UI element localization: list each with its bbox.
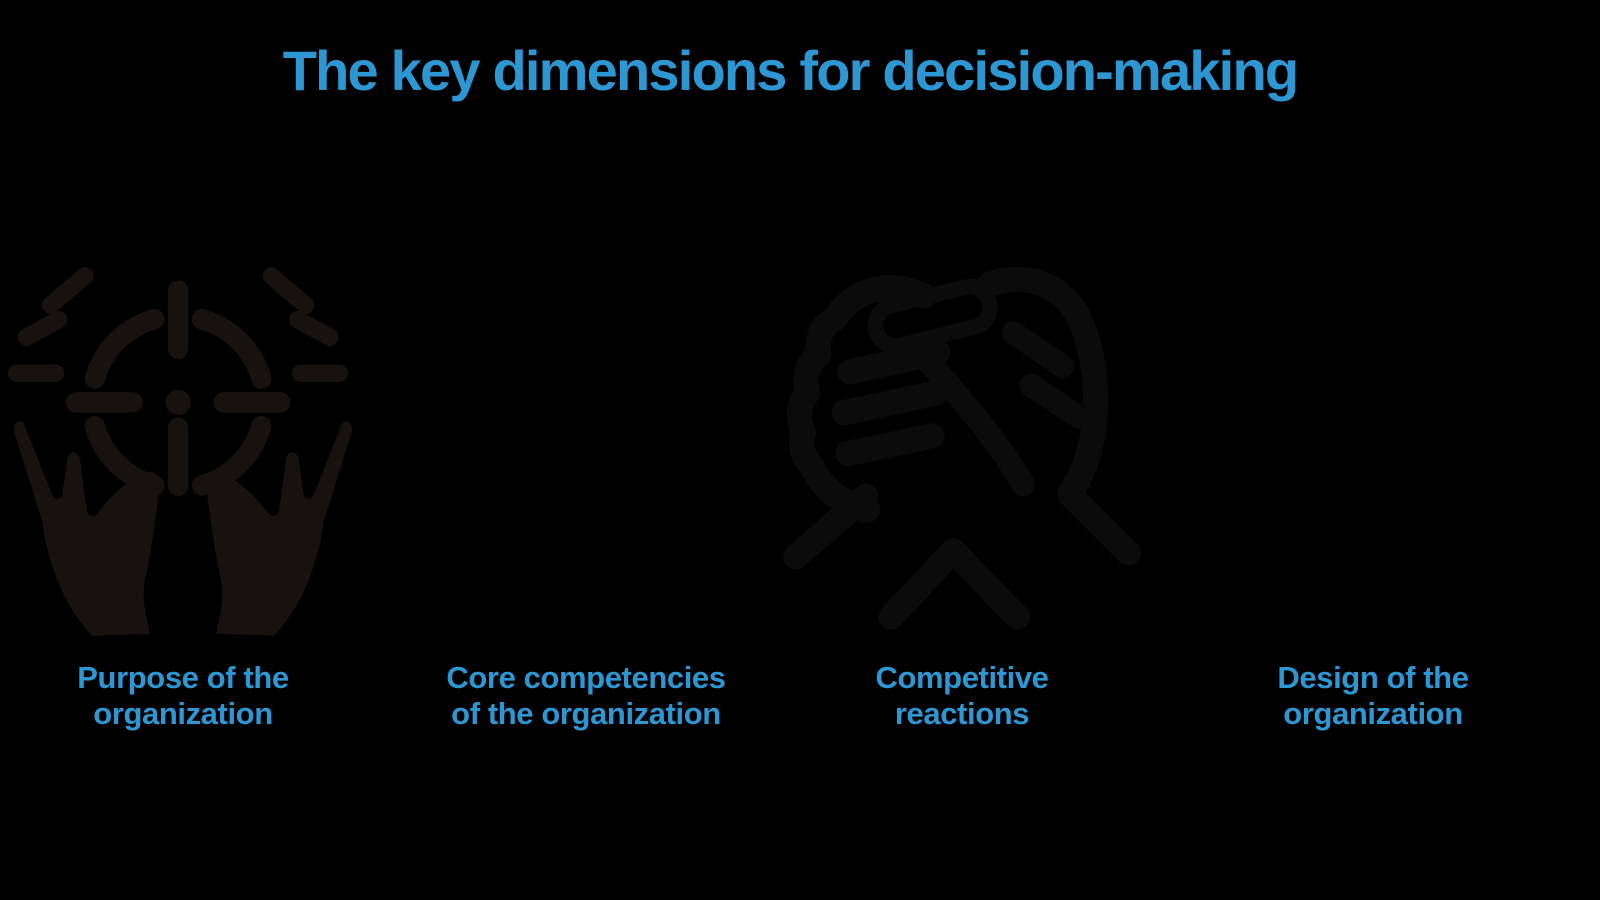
clasped-hands-svg [782,267,1142,630]
column-label: Purpose of the organization [77,660,289,731]
column-core-competencies: Core competencies of the organization [386,255,786,732]
hands-holding-target-svg [8,267,353,636]
icon-slot-empty [1173,255,1573,640]
column-purpose-of-the-organization: Purpose of the organization [0,255,383,732]
page-title: The key dimensions for decision-making [282,39,1299,102]
column-design-of-the-organization: Design of the organization [1173,255,1573,732]
column-label: Core competencies of the organization [446,660,726,731]
icon-slot-empty [386,255,786,640]
column-competitive-reactions: Competitive reactions [762,255,1162,732]
clasped-hands-icon [762,255,1162,640]
column-label: Design of the organization [1277,660,1469,731]
hands-holding-target-icon [0,255,383,640]
column-label: Competitive reactions [875,660,1049,731]
